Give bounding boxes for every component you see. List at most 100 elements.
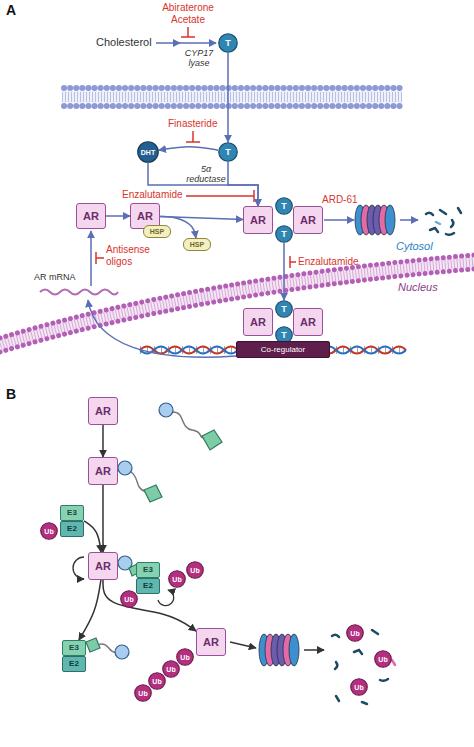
molecule-label: AR mRNA <box>34 272 76 282</box>
node-text: Ub <box>190 567 199 574</box>
translation-arrow <box>90 231 92 286</box>
ubiquitin-circle: Ub <box>374 650 392 668</box>
compartment-label: Nucleus <box>398 281 438 294</box>
node-text: Ub <box>138 690 147 697</box>
dna-strand <box>140 347 406 354</box>
ubiquitin-circle: Ub <box>134 684 152 702</box>
lipid-heads <box>64 103 402 109</box>
cycle-arrow <box>73 557 84 579</box>
molecule-label: Cholesterol <box>96 36 152 49</box>
circle-shape <box>163 661 180 678</box>
fragment <box>451 220 453 227</box>
fragment <box>372 630 378 634</box>
hsp-box: HSP <box>143 225 171 238</box>
circle-shape <box>375 651 392 668</box>
proteasome-ring <box>385 205 395 235</box>
fragment <box>392 660 395 665</box>
node-text: E3 <box>67 509 77 517</box>
e3-ligand <box>202 430 222 450</box>
pathway-arrow <box>156 42 180 44</box>
e2-enzyme-box: E2 <box>62 656 86 672</box>
dna-helix <box>140 347 406 354</box>
node-text: E3 <box>69 644 79 652</box>
fragment <box>380 679 388 681</box>
e2-enzyme-box: E2 <box>136 578 160 594</box>
node-text: AR <box>300 317 316 328</box>
degradation-arrow <box>400 219 418 221</box>
fragment <box>426 213 433 215</box>
circle-shape <box>187 562 204 579</box>
ubiquitin-circle: Ub <box>148 672 166 690</box>
ar-box: AR <box>293 308 323 336</box>
ar-box: AR <box>88 397 118 425</box>
circle-shape <box>121 591 138 608</box>
inhibitor-line <box>186 131 200 142</box>
node-text: Ub <box>354 684 363 691</box>
nuclear-membrane <box>0 255 474 352</box>
node-text: Ub <box>152 678 161 685</box>
ar-ligand <box>159 403 173 417</box>
fragment <box>335 662 337 669</box>
degradation-arrow <box>304 649 324 651</box>
connector-arrow <box>106 215 130 217</box>
node-text: Ub <box>124 596 133 603</box>
hsp-box: HSP <box>183 238 211 251</box>
node-text: AR <box>250 215 266 226</box>
protac-molecules <box>86 403 222 659</box>
proteasome-ring <box>289 634 299 666</box>
node-text: T <box>281 202 287 211</box>
e3-ligase-box: E3 <box>62 640 86 656</box>
lipid-tails <box>62 92 402 102</box>
fragment <box>430 228 438 232</box>
connector-arrow <box>102 425 104 457</box>
circle-shape <box>276 226 293 243</box>
enzyme-label: CYP17 lyase <box>181 48 217 69</box>
node-text: Ub <box>378 656 387 663</box>
testosterone-circle: T <box>275 225 293 243</box>
ubiquitin-circle: Ub <box>168 570 186 588</box>
connector-arrow <box>102 485 104 552</box>
fragment <box>362 702 367 704</box>
node-text: HSP <box>150 228 164 235</box>
node-text: Co-regulator <box>261 346 305 354</box>
fragment <box>458 208 461 213</box>
node-text: Ub <box>350 630 359 637</box>
circle-shape <box>177 649 194 666</box>
fragment <box>332 635 339 637</box>
fragment <box>446 233 454 235</box>
node-text: Ub <box>44 528 53 535</box>
drug-label: Enzalutamide <box>122 189 183 201</box>
protac-linker <box>173 412 204 438</box>
ar-box: AR <box>243 308 273 336</box>
node-text: E2 <box>69 660 79 668</box>
node-text: AR <box>203 637 219 648</box>
ar-box: AR <box>88 552 118 580</box>
fragment <box>436 222 440 224</box>
ar-ligand <box>115 645 129 659</box>
connector-arrow <box>159 147 218 150</box>
node-text: Ub <box>172 576 181 583</box>
fragment <box>440 210 446 214</box>
circle-shape <box>351 679 368 696</box>
inhibitor-marks <box>96 27 296 268</box>
circle-shape <box>276 198 293 215</box>
e3-ligand <box>86 638 100 652</box>
proteasome <box>259 634 299 666</box>
node-text: AR <box>95 561 111 572</box>
e3-ligand <box>144 485 162 502</box>
circle-shape <box>219 34 238 53</box>
peptide-fragments <box>426 208 461 235</box>
connector-arrow <box>103 580 196 631</box>
node-text: Ub <box>166 666 175 673</box>
protac-linker <box>98 644 116 652</box>
node-text: T <box>225 39 231 48</box>
inhibitor-line <box>186 190 254 202</box>
testosterone-circle: T <box>218 142 238 162</box>
node-text: AR <box>95 466 111 477</box>
pathway-arrow <box>180 42 216 44</box>
membrane-core <box>62 91 402 103</box>
ar-box: AR <box>76 203 106 229</box>
node-text: E3 <box>143 566 153 574</box>
ubiquitin-circle: Ub <box>120 590 138 608</box>
